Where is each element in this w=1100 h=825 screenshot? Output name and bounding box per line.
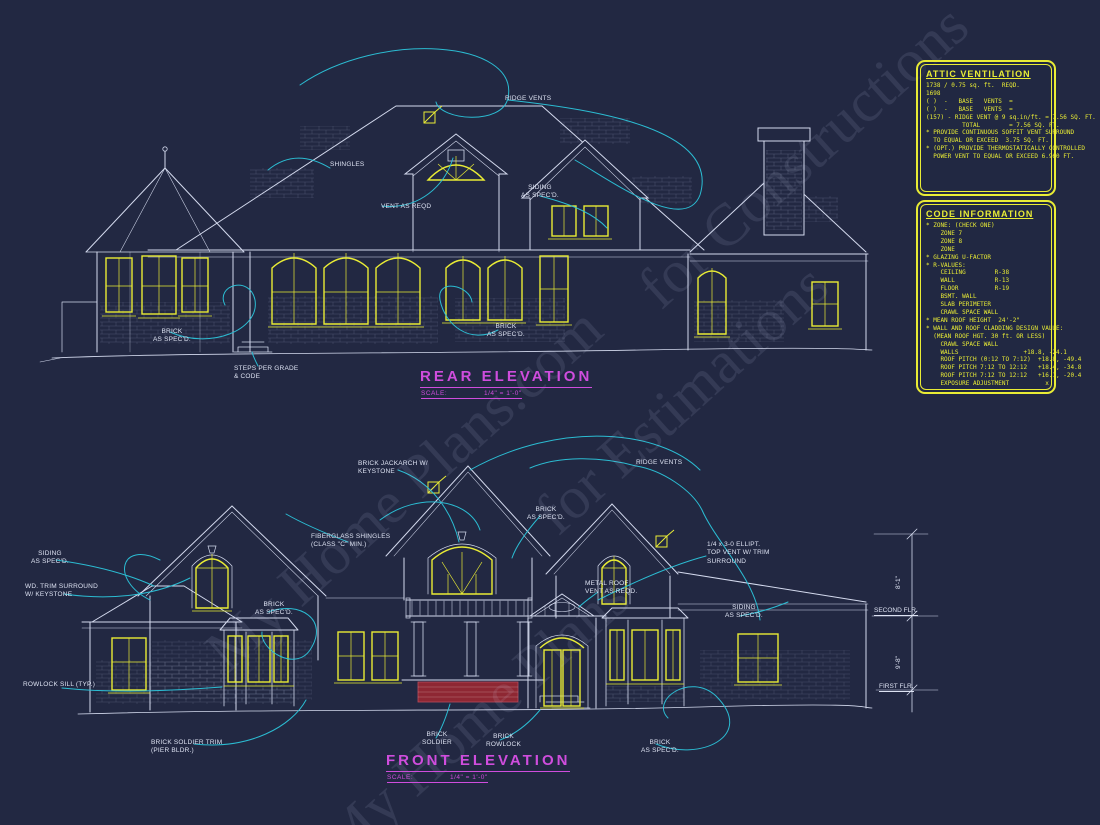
annotation-brick-rowlock: BRICK ROWLOCK xyxy=(486,733,521,749)
front-house-linework xyxy=(77,465,939,715)
annotation-ridge-vents: RIDGE VENTS xyxy=(636,459,683,466)
annotation-fiberglass-shingles: FIBERGLASS SHINGLES (CLASS "C" MIN.) xyxy=(311,533,391,549)
rear-windows xyxy=(102,156,842,338)
annotation-brick-soldier-trim: BRICK SOLDIER TRIM (PIER BLDR.) xyxy=(151,739,223,755)
annotation-brick-as-specd: BRICK AS SPEC'D. xyxy=(641,739,679,755)
dimension-lower: 9'-8" xyxy=(895,656,902,669)
annotation-siding-as-specd: SIDING AS SPEC'D. xyxy=(521,184,559,200)
first-floor-label: FIRST FLR. xyxy=(879,683,914,692)
annotation-wd-trim-surround: WD. TRIM SURROUND W/ KEYSTONE xyxy=(25,583,98,599)
annotation-steps-per-grade: STEPS PER GRADE & CODE xyxy=(234,365,299,381)
annotation-siding-as-specd: SIDING AS SPEC'D. xyxy=(31,550,69,566)
annotation-rowlock-sill: ROWLOCK SILL (TYP.) xyxy=(23,681,96,688)
annotation-brick-jackarch: BRICK JACKARCH W/ KEYSTONE xyxy=(358,460,428,476)
leader-lines xyxy=(55,48,789,751)
code-information-title: CODE INFORMATION xyxy=(926,209,1034,219)
annotation-shingles: SHINGLES xyxy=(330,161,365,168)
rear-house-linework xyxy=(39,105,873,363)
annotation-vent-as-reqd: VENT AS REQD xyxy=(381,203,432,210)
annotation-ridge-vents: RIDGE VENTS xyxy=(505,95,552,102)
annotation-brick-as-specd: BRICK AS SPEC'D. xyxy=(527,506,565,522)
front-elevation-title: FRONT ELEVATION xyxy=(386,752,571,772)
attic-ventilation-title: ATTIC VENTILATION xyxy=(926,69,1031,79)
front-elevation-scale: SCALE: 1/4" = 1'-0" xyxy=(387,774,488,783)
code-information-text: * ZONE: (CHECK ONE) ZONE 7 ZONE 8 ZONE *… xyxy=(926,222,1082,388)
annotation-metal-roof-vent: METAL ROOF VENT AS REQD. xyxy=(585,580,638,596)
annotation-siding-as-specd: SIDING AS SPEC'D. xyxy=(725,604,763,620)
code-information-panel: CODE INFORMATION * ZONE: (CHECK ONE) ZON… xyxy=(916,200,1082,394)
annotation-brick-soldier: BRICK SOLDIER xyxy=(422,731,452,747)
dimension-upper: 8'-1" xyxy=(895,576,902,589)
attic-ventilation-text: 1738 / 0.75 sq. ft. REQD. 1698 ( ) - BAS… xyxy=(926,82,1096,161)
annotation-brick-as-specd: BRICK AS SPEC'D. xyxy=(255,601,293,617)
attic-ventilation-panel: ATTIC VENTILATION 1738 / 0.75 sq. ft. RE… xyxy=(916,60,1096,196)
second-floor-label: SECOND FLR. xyxy=(874,607,918,616)
rear-elevation-scale: SCALE: 1/4" = 1'-0" xyxy=(421,390,522,399)
annotation-ellipt-top-vent: 1/4 x 3-0 ELLIPT. TOP VENT W/ TRIM SURRO… xyxy=(707,541,770,565)
rear-elevation-title: REAR ELEVATION xyxy=(420,368,593,388)
front-windows xyxy=(108,546,782,709)
annotation-brick-as-specd: BRICK AS SPEC'D. xyxy=(487,323,525,339)
annotation-brick-as-specd: BRICK AS SPEC'D. xyxy=(153,328,191,344)
